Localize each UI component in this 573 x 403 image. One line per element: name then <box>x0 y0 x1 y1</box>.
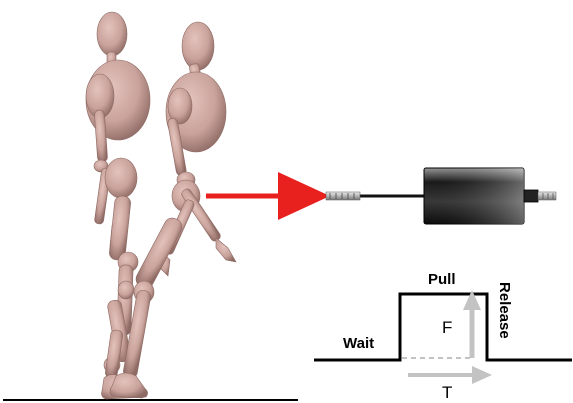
label-wait: Wait <box>343 335 374 352</box>
cable <box>326 192 424 200</box>
label-time: T <box>442 383 452 402</box>
cable-actuator-icon <box>424 168 556 224</box>
label-pull: Pull <box>428 271 456 288</box>
red-arrow <box>206 172 330 220</box>
time-arrow <box>408 366 492 384</box>
label-force: F <box>442 318 452 337</box>
label-release: Release <box>496 282 513 339</box>
force-arrow <box>463 290 481 358</box>
